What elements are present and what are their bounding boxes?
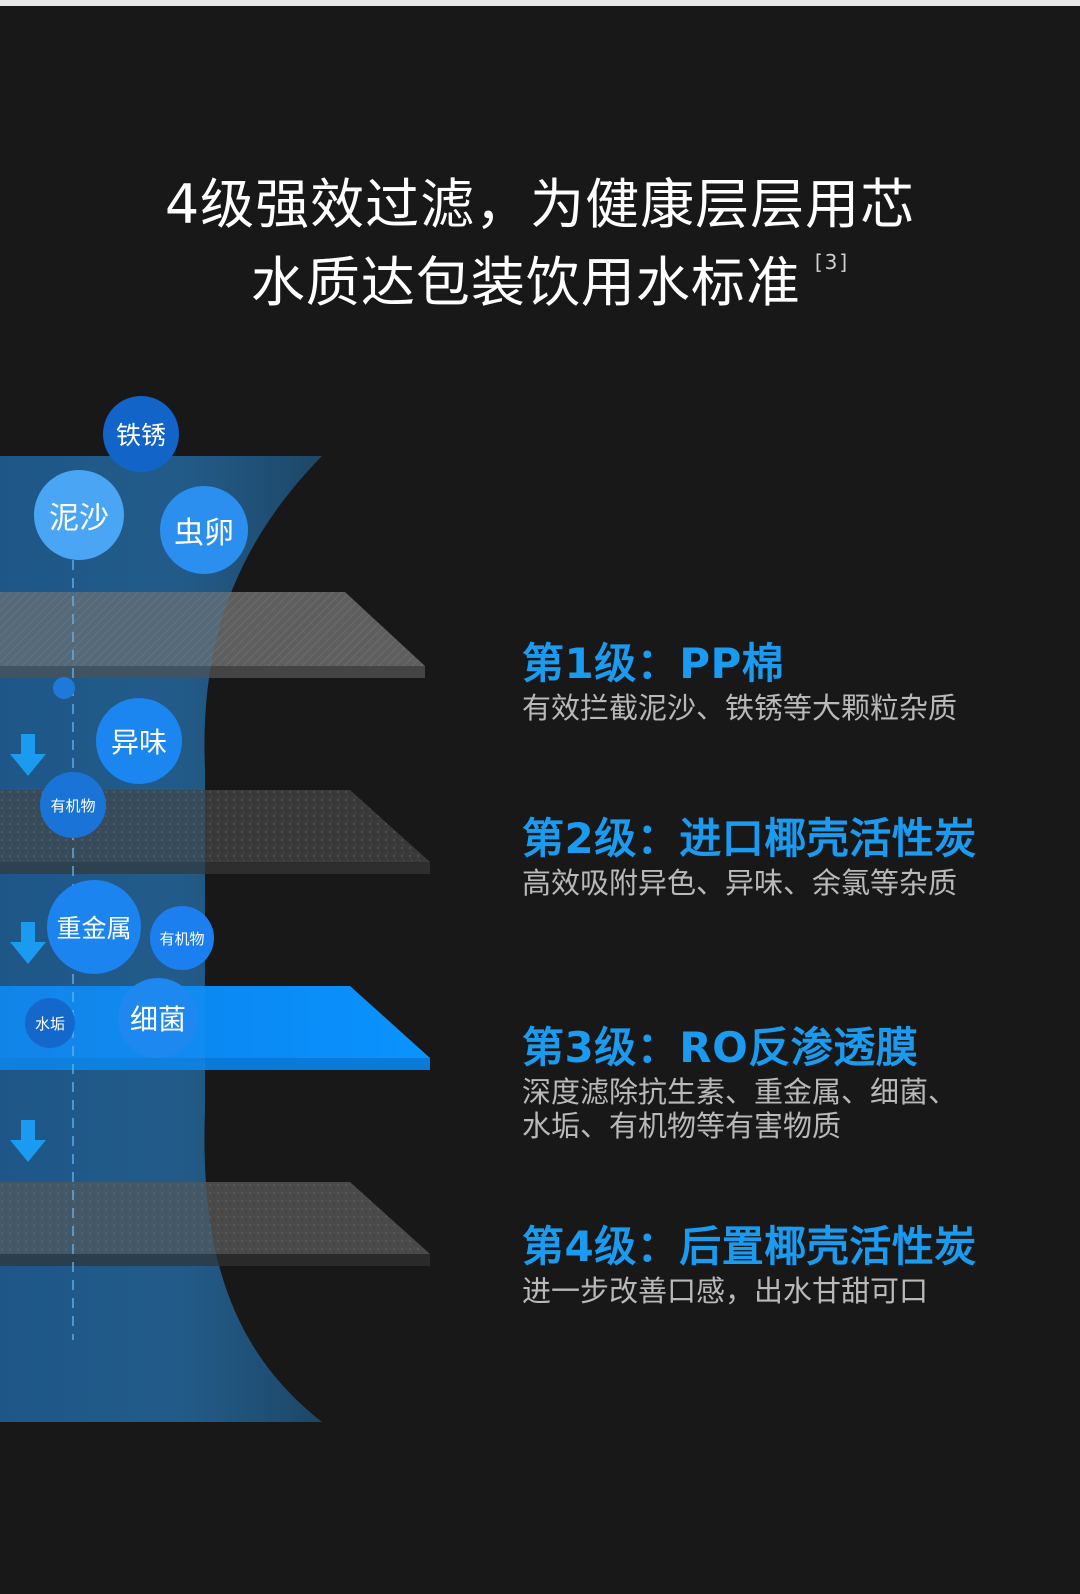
stage-title: 第1级：PP棉	[522, 639, 785, 688]
stage-desc-line: 有效拦截泥沙、铁锈等大颗粒杂质	[522, 691, 958, 725]
bubble-scale: 水垢	[25, 998, 75, 1048]
stage-title: 第2级：进口椰壳活性炭	[522, 814, 977, 863]
stage-desc-line: 进一步改善口感，出水甘甜可口	[522, 1274, 929, 1308]
stage-desc-line: 深度滤除抗生素、重金属、细菌、	[522, 1075, 958, 1109]
bubble-eggs: 虫卵	[160, 486, 248, 574]
stage-1: 第1级：PP棉 有效拦截泥沙、铁锈等大颗粒杂质	[522, 630, 957, 725]
stage-desc-line: 水垢、有机物等有害物质	[522, 1109, 842, 1143]
footnote-ref: [3]	[814, 250, 850, 274]
bubble-organic-2: 有机物	[150, 906, 214, 970]
bubble-organic-1: 有机物	[40, 772, 106, 838]
bubble-heavy-metal: 重金属	[47, 880, 141, 974]
top-divider	[0, 0, 1080, 6]
bubble-odor: 异味	[96, 698, 182, 784]
stage-3: 第3级：RO反渗透膜 深度滤除抗生素、重金属、细菌、 水垢、有机物等有害物质	[522, 1014, 957, 1143]
stage-title: 第4级：后置椰壳活性炭	[522, 1222, 977, 1271]
down-arrow-icon	[10, 1120, 46, 1162]
headline: 4级强效过滤，为健康层层用芯	[164, 173, 916, 236]
stage-title: 第3级：RO反渗透膜	[522, 1023, 919, 1072]
down-arrow-icon	[10, 734, 46, 776]
bubble-rust: 铁锈	[103, 396, 179, 472]
bubble-sand: 泥沙	[34, 470, 124, 560]
bubble-bacteria: 细菌	[118, 978, 198, 1058]
subheadline: 水质达包装饮用水标准 [3]	[0, 238, 1080, 317]
filter-diagram: 铁锈 泥沙 虫卵 异味 有机物 重金属 有机物 水垢 细菌	[0, 390, 440, 1450]
stage-4: 第4级：后置椰壳活性炭 进一步改善口感，出水甘甜可口	[522, 1213, 977, 1308]
subheadline-text: 水质达包装饮用水标准	[250, 251, 801, 314]
down-arrow-icon	[10, 922, 46, 964]
stage-2: 第2级：进口椰壳活性炭 高效吸附异色、异味、余氯等杂质	[522, 805, 977, 900]
stage-desc-line: 高效吸附异色、异味、余氯等杂质	[522, 866, 958, 900]
